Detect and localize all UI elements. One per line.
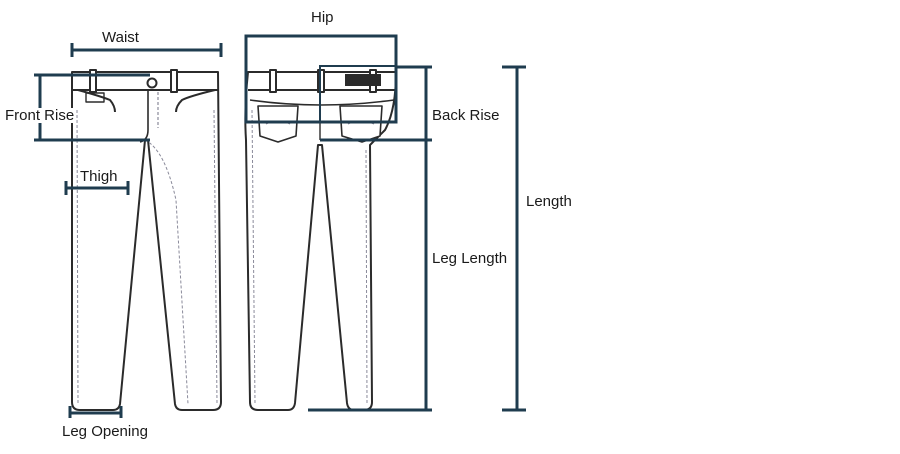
front-rise-label: Front Rise	[5, 107, 75, 124]
leg-opening-measure	[68, 406, 123, 418]
hip-label: Hip	[311, 9, 334, 26]
back-rise-leg-length-measure	[308, 65, 432, 412]
leg-length-label: Leg Length	[432, 250, 508, 267]
waist-label: Waist	[102, 29, 139, 46]
length-label: Length	[526, 193, 572, 210]
waist-measure	[70, 43, 223, 57]
front-view-jeans	[71, 69, 222, 411]
back-view-jeans	[244, 69, 397, 411]
thigh-label: Thigh	[80, 168, 118, 185]
measurement-lines	[34, 34, 526, 418]
hip-measure	[244, 34, 398, 124]
thigh-measure	[64, 181, 130, 195]
leg-opening-label: Leg Opening	[62, 423, 148, 440]
front-rise-measure	[34, 73, 150, 142]
back-rise-label: Back Rise	[432, 107, 500, 124]
length-measure	[502, 65, 526, 412]
